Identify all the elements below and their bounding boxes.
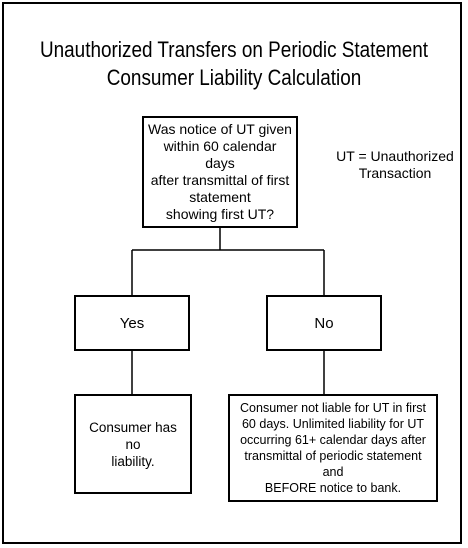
title-line-2: Consumer Liability Calculation <box>106 65 362 90</box>
question-line: showing first UT? <box>165 206 275 222</box>
outcome-yes-line: Consumer has no <box>89 419 177 452</box>
no-label: No <box>314 314 334 332</box>
yes-label: Yes <box>119 314 145 332</box>
outcome-no-line: BEFORE notice to bank. <box>264 481 402 495</box>
diagram-frame <box>2 2 462 544</box>
question-line: within 60 calendar days <box>163 138 277 171</box>
outcome-no-line: transmittal of periodic statement and <box>244 449 422 479</box>
question-line: Was notice of UT given <box>148 121 292 137</box>
legend-note: UT = Unauthorized Transaction <box>330 148 460 182</box>
diagram-title: Unauthorized Transfers on Periodic State… <box>33 36 435 92</box>
title-line-1: Unauthorized Transfers on Periodic State… <box>39 37 429 62</box>
outcome-no-line: Consumer not liable for UT in first <box>240 401 426 415</box>
legend-line: UT = Unauthorized <box>336 148 454 164</box>
question-line: statement <box>189 189 251 205</box>
outcome-no-liability-box: Consumer has no liability. <box>74 394 192 494</box>
yes-box: Yes <box>74 295 190 351</box>
outcome-yes-line: liability. <box>111 453 155 469</box>
legend-line: Transaction <box>358 165 432 181</box>
outcome-no-line: 60 days. Unlimited liability for UT <box>241 417 424 431</box>
question-line: after transmittal of first <box>150 172 290 188</box>
question-box: Was notice of UT given within 60 calenda… <box>142 116 298 228</box>
outcome-no-line: occurring 61+ calendar days after <box>240 433 426 447</box>
outcome-unlimited-liability-box: Consumer not liable for UT in first 60 d… <box>228 394 438 502</box>
no-box: No <box>266 295 382 351</box>
